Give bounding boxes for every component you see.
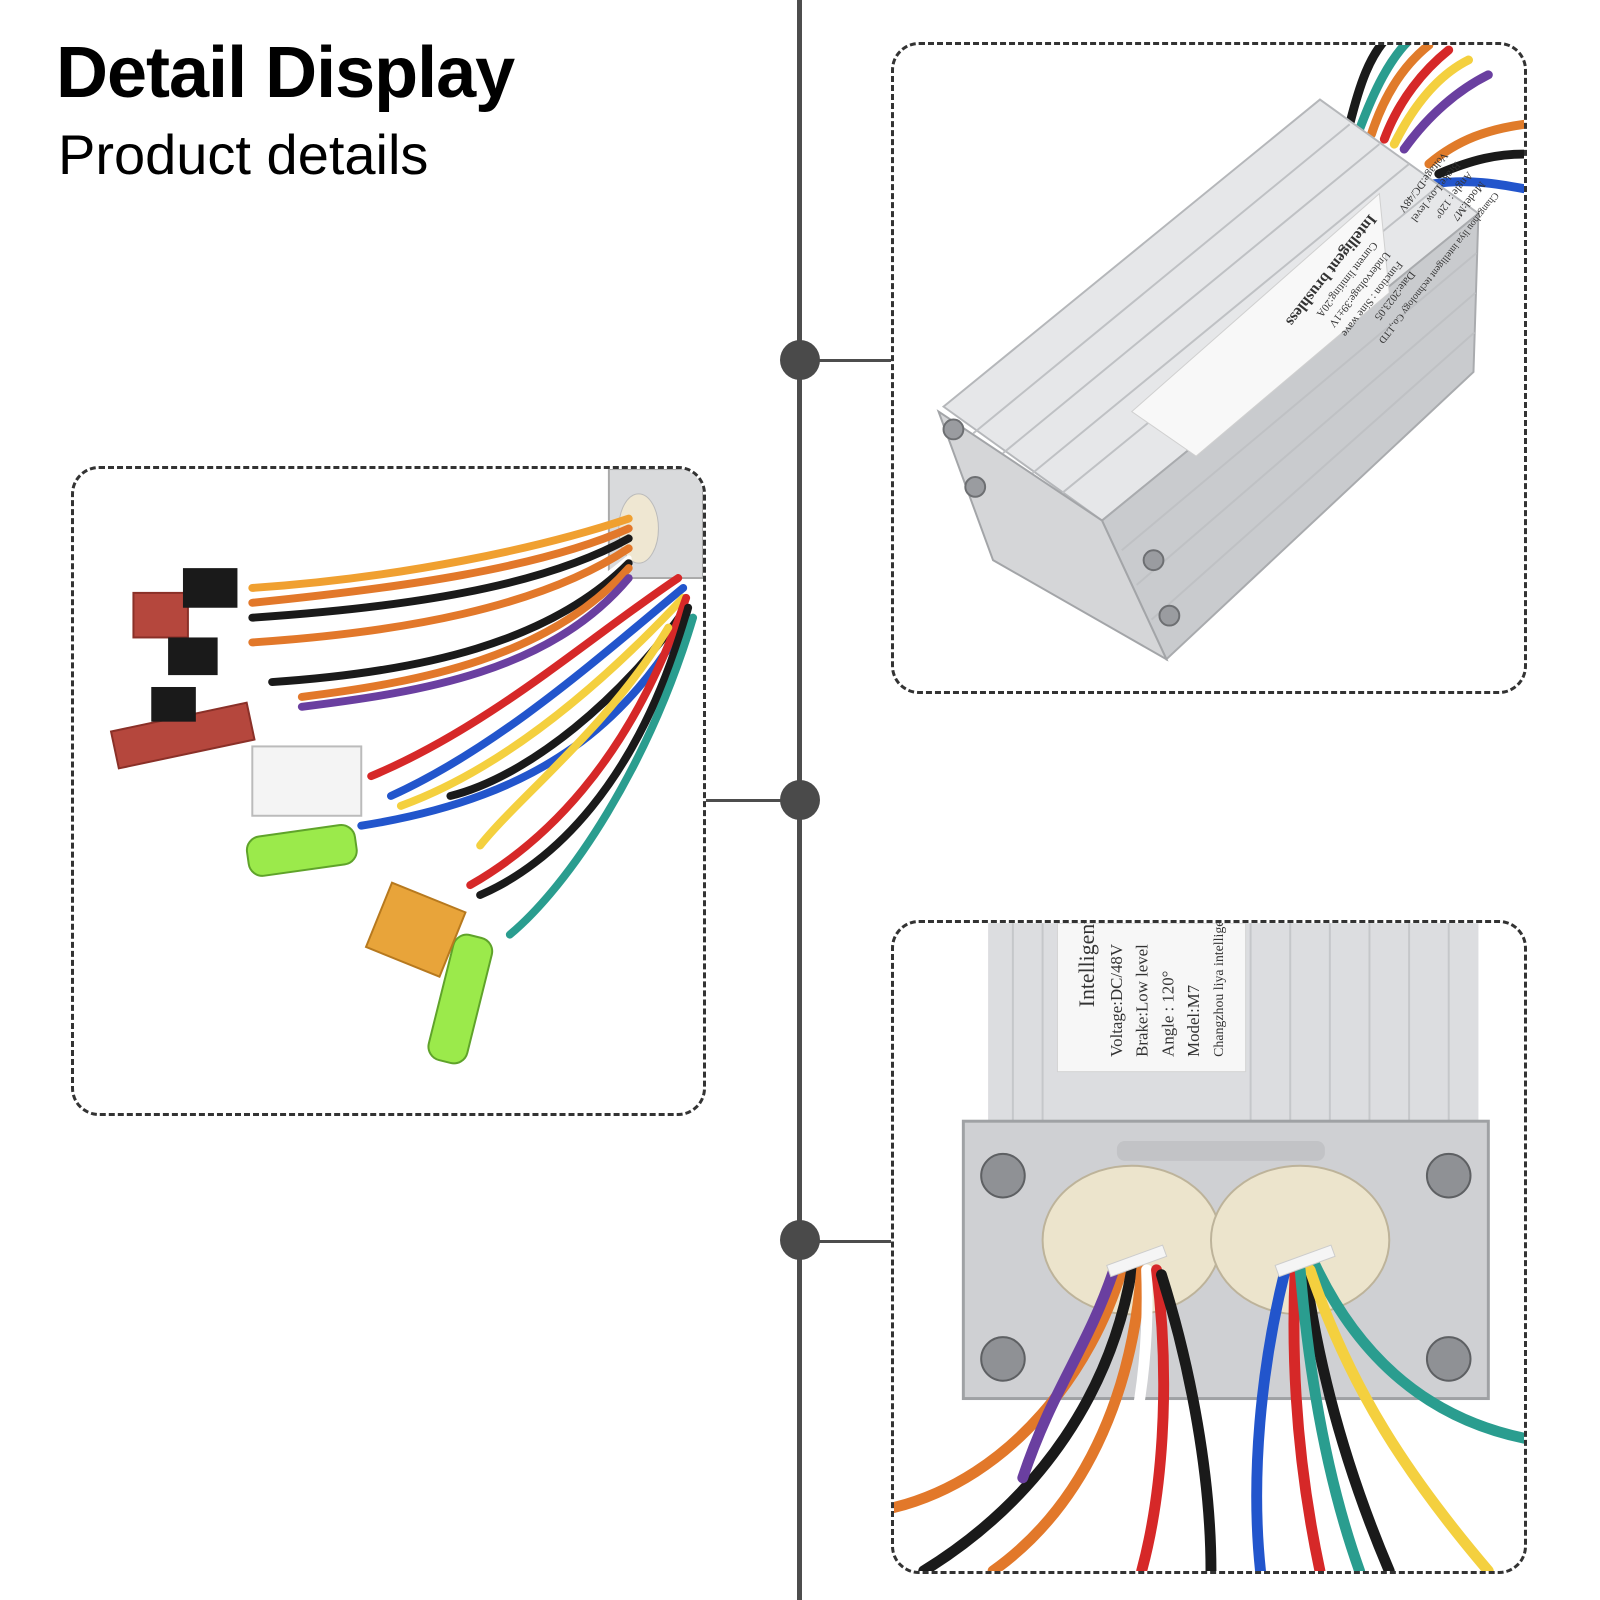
end-view-image: Intelligent br Voltage:DC/48V Brake:Low … xyxy=(894,923,1524,1571)
detail-frame-wiring-harness xyxy=(71,466,706,1116)
detail-frame-end-view: Intelligent br Voltage:DC/48V Brake:Low … xyxy=(891,920,1527,1574)
end-sticker-line-2: Voltage:DC/48V xyxy=(1107,944,1126,1057)
page-title: Detail Display xyxy=(56,33,515,113)
timeline-dot-middle xyxy=(780,780,820,820)
connector-line-top xyxy=(800,359,893,362)
timeline-dot-top xyxy=(780,340,820,380)
end-sticker-line-4: Angle : 120° xyxy=(1158,971,1177,1057)
end-sticker-line-3: Brake:Low level xyxy=(1133,944,1152,1057)
controller-box-image: Intelligent brushless Voltage:DC/48V Bra… xyxy=(936,45,1524,662)
page-subtitle: Product details xyxy=(58,123,429,186)
end-sticker-line-1: Intelligent br xyxy=(1075,923,1099,1007)
end-sticker-line-5: Model:M7 xyxy=(1184,985,1203,1057)
detail-frame-controller-box: Intelligent brushless Voltage:DC/48V Bra… xyxy=(891,42,1527,694)
connector-line-bottom xyxy=(800,1240,893,1243)
end-sticker-line-6: Changzhou liya intelligent xyxy=(1211,923,1226,1057)
wiring-harness-image xyxy=(109,469,703,1065)
timeline-dot-bottom xyxy=(780,1220,820,1260)
connector-line-middle xyxy=(706,799,800,802)
